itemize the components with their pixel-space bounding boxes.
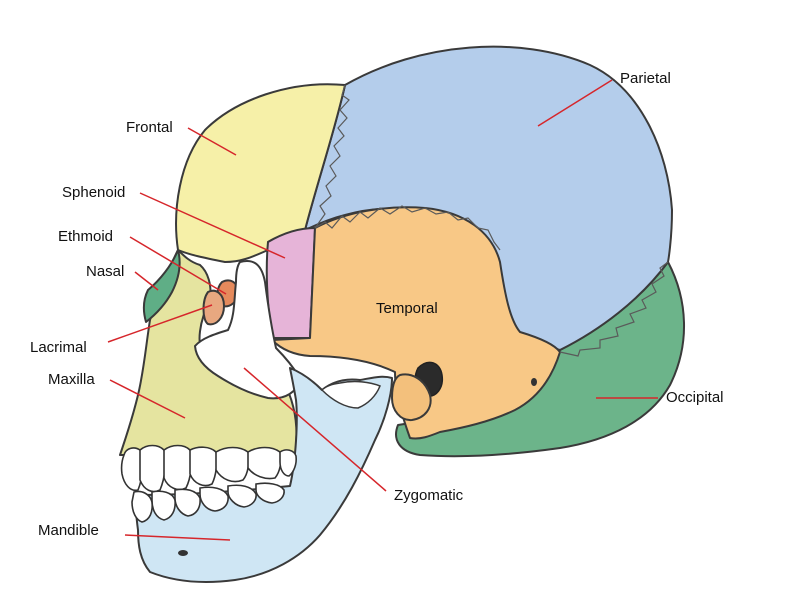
zygomatic-label: Zygomatic (394, 487, 464, 504)
sphenoid-leader (139, 192, 286, 259)
nasal-leader (134, 271, 159, 291)
occipital-label: Occipital (666, 389, 724, 406)
mandibular-notch (320, 380, 381, 409)
lacrimal-label: Lacrimal (30, 339, 87, 356)
temporal-label: Temporal (376, 300, 438, 317)
frontal-label: Frontal (126, 119, 173, 136)
mandible-label: Mandible (38, 522, 99, 539)
mandible-leader (124, 534, 231, 541)
maxilla-leader (109, 379, 186, 419)
squamosal-suture (314, 205, 501, 251)
mastoid-process (391, 373, 432, 422)
lacrimal-bone (202, 289, 225, 326)
zygomatic-bone (194, 260, 301, 400)
lower-teeth (131, 482, 285, 523)
parietal-label: Parietal (620, 70, 671, 87)
coronal-suture (314, 84, 350, 229)
zygomatic-leader (243, 367, 387, 492)
mental-foramen (178, 550, 188, 556)
upper-teeth (120, 444, 297, 493)
lambdoid-suture (559, 261, 669, 357)
occipital-foramen (531, 378, 537, 386)
parietal-leader (537, 79, 613, 127)
ethmoid-label: Ethmoid (58, 228, 113, 245)
sphenoid-label: Sphenoid (62, 184, 125, 201)
ethmoid-leader (129, 236, 227, 295)
frontal-leader (187, 127, 237, 156)
mandible-bone (135, 367, 393, 583)
lacrimal-leader (107, 304, 213, 343)
nasal-bone (142, 249, 181, 323)
sphenoid-bone (265, 227, 316, 339)
temporal-bone (271, 206, 561, 440)
frontal-bone (175, 83, 346, 263)
nasal-label: Nasal (86, 263, 124, 280)
maxilla-label: Maxilla (48, 371, 95, 388)
